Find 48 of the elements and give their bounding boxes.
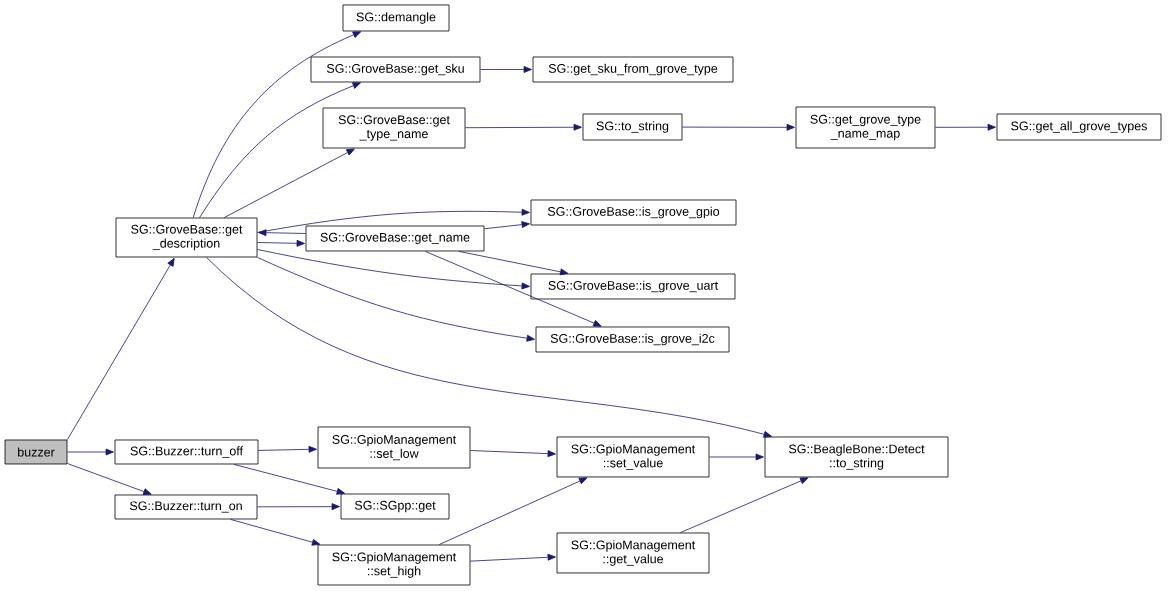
arrow: [465, 123, 582, 131]
arrow: [935, 123, 996, 131]
arrow: [682, 123, 795, 131]
function-box: SG::GroveBase::get_sku: [310, 56, 481, 83]
function-box: SG::GroveBase::get _type_name: [322, 107, 466, 149]
function-box: SG::to_string: [582, 113, 683, 141]
function-box: SG::SGpp::get: [340, 493, 450, 520]
function-box: buzzer: [4, 439, 68, 465]
arrow: [223, 148, 355, 218]
arrow: [257, 239, 305, 247]
function-box: SG::GroveBase::get _description: [115, 217, 258, 258]
arrow: [480, 66, 532, 73]
arrow: [470, 553, 556, 562]
arrow: [438, 477, 588, 545]
function-box: SG::get_grove_type _name_map: [795, 106, 936, 149]
function-box: SG::GroveBase::is_grove_uart: [530, 273, 736, 300]
arrow: [199, 82, 361, 218]
function-box: SG::GpioManagement ::set_high: [317, 544, 471, 586]
arrow: [424, 251, 602, 327]
arrow: [233, 464, 345, 495]
arrow: [67, 257, 175, 440]
arrow: [258, 229, 306, 237]
arrow: [192, 31, 362, 218]
function-box: SG::GroveBase::is_grove_i2c: [535, 326, 730, 353]
arrow: [230, 519, 321, 546]
arrow: [67, 448, 114, 456]
function-box: SG::demangle: [342, 4, 450, 32]
function-box: SG::GroveBase::get_name: [305, 225, 485, 252]
function-box: SG::Buzzer::turn_on: [114, 494, 258, 520]
function-box: SG::GpioManagement ::set_low: [317, 426, 471, 469]
function-box: SG::GpioManagement ::get_value: [556, 532, 710, 574]
arrow: [67, 463, 152, 495]
arrow: [257, 249, 530, 290]
function-box: SG::get_sku_from_grove_type: [532, 56, 734, 83]
arrow: [257, 503, 340, 511]
arrow: [458, 251, 569, 276]
arrow: [206, 257, 772, 438]
arrow: [258, 445, 317, 453]
function-box: SG::get_all_grove_types: [996, 113, 1162, 141]
function-box: SG::BeagleBone::Detect ::to_string: [764, 436, 949, 478]
function-box: SG::Buzzer::turn_off: [114, 439, 259, 465]
arrow: [709, 453, 764, 461]
arrow: [680, 477, 809, 533]
function-box: SG::GroveBase::is_grove_gpio: [530, 199, 737, 226]
arrow: [257, 257, 535, 342]
arrow: [470, 450, 556, 458]
function-box: SG::GpioManagement ::set_value: [556, 436, 710, 478]
arrow: [484, 221, 530, 230]
